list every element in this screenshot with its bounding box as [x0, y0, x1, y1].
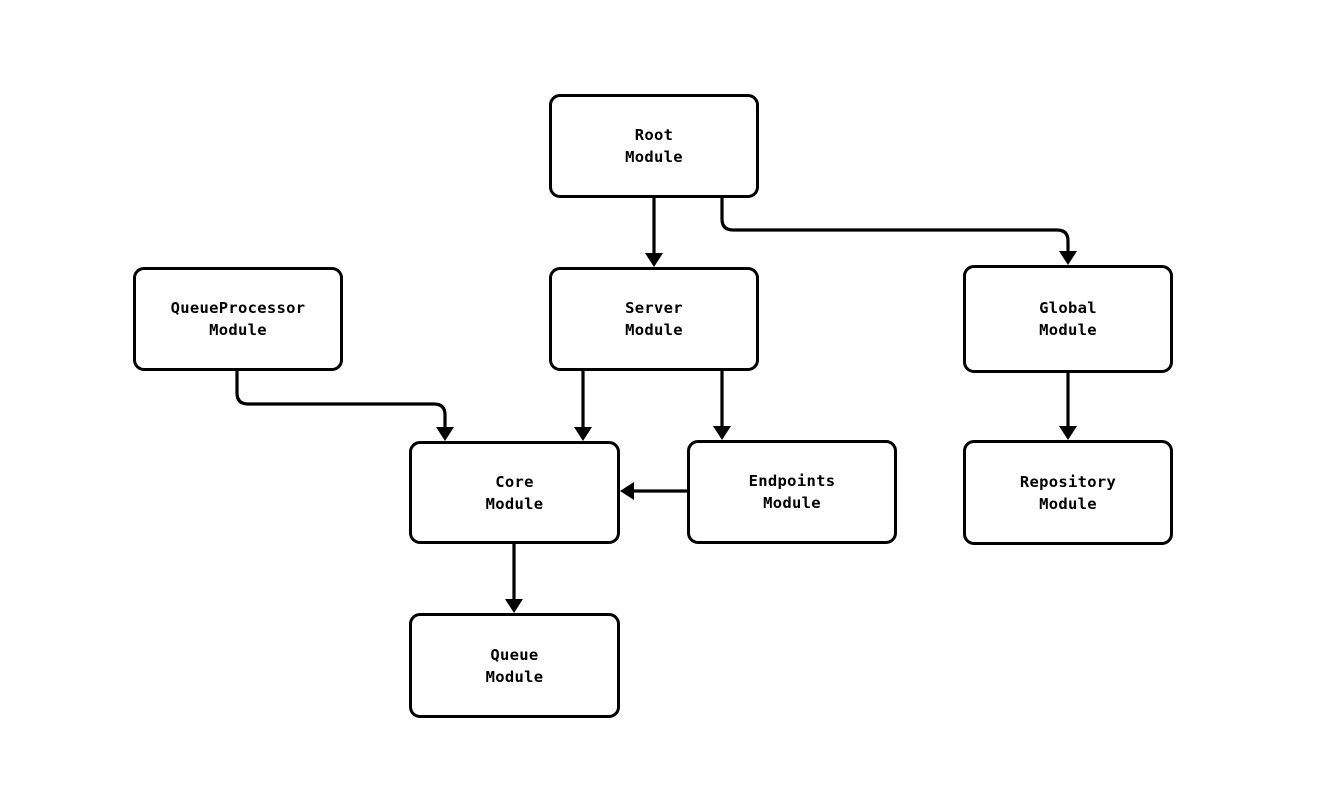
node-label-name: Server [625, 299, 683, 317]
arrowhead [1059, 426, 1077, 440]
node-label-suffix: Module [485, 667, 544, 686]
node-label-suffix: Module [209, 321, 267, 339]
edge-endpoints-core [620, 482, 687, 500]
edge-server-endpoints [713, 371, 731, 440]
node-label-suffix: Module [1039, 494, 1097, 513]
node-label-name: Queue [490, 645, 539, 664]
node-label-suffix: Module [625, 148, 683, 166]
arrowhead [436, 427, 454, 441]
edge-global-repository [1059, 373, 1077, 440]
node-label-name: Endpoints [748, 472, 836, 490]
node-label-name: Global [1039, 299, 1097, 317]
node-label-name: Core [495, 472, 534, 491]
node-label-suffix: Module [763, 494, 821, 512]
node-label-name: Root [634, 126, 674, 144]
node-label-name: Repository [1019, 472, 1117, 491]
edge-root-server [645, 198, 663, 267]
edge-core-queue [505, 544, 523, 613]
edge-server-core [574, 371, 592, 441]
node-label-suffix: Module [485, 494, 544, 513]
node-label-suffix: Module [625, 321, 683, 339]
arrowhead [645, 253, 663, 267]
arrowhead [1059, 251, 1077, 265]
arrowhead [713, 426, 731, 440]
edge-root-global [720, 198, 1077, 265]
node-label-suffix: Module [1039, 321, 1097, 339]
arrowhead [505, 599, 523, 613]
arrowhead [574, 427, 592, 441]
arrowhead [620, 482, 634, 500]
edge-queueprocessor-core [235, 371, 454, 441]
node-label-name: QueueProcessor [170, 299, 306, 317]
